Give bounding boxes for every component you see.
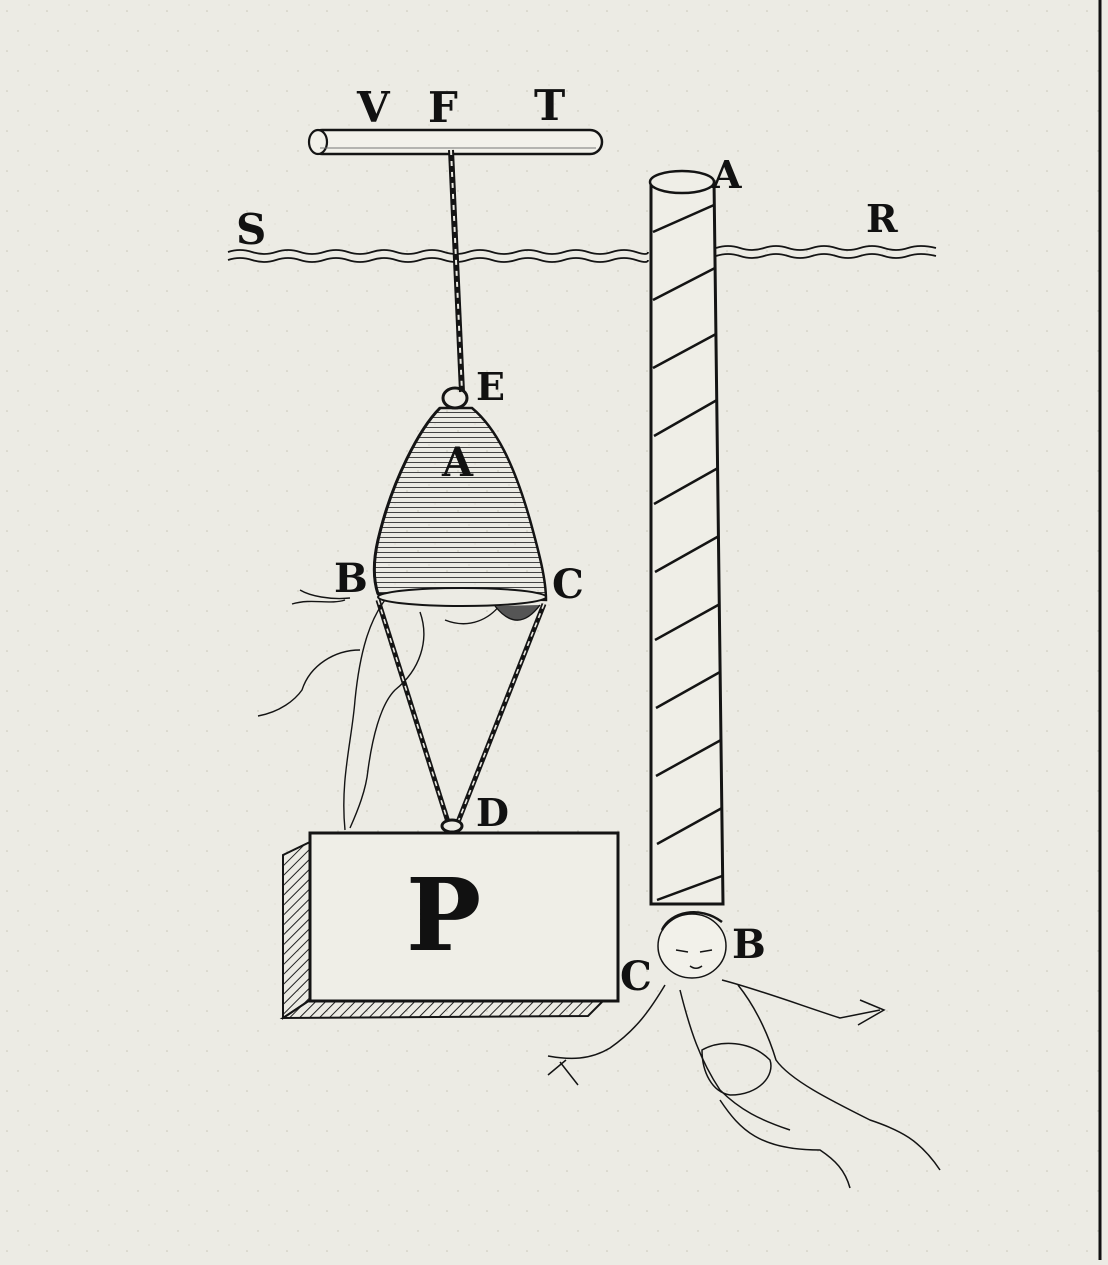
label-a-tube: A — [711, 152, 742, 197]
label-f: F — [428, 83, 458, 132]
label-r: R — [866, 196, 898, 241]
label-p: P — [406, 856, 481, 974]
label-c-tube: C — [620, 953, 652, 1000]
figure-in-bell — [257, 589, 541, 831]
label-t: T — [534, 81, 565, 130]
diving-bell — [372, 406, 548, 607]
water-surface — [227, 245, 937, 263]
rope-upper — [448, 149, 465, 393]
air-tube — [648, 169, 725, 906]
label-b-bell: B — [334, 555, 368, 602]
label-d: D — [476, 790, 509, 835]
diver-figure — [547, 911, 941, 1189]
label-b-tube: B — [732, 921, 766, 968]
rope-lower — [375, 599, 547, 823]
label-c-bell: C — [552, 561, 584, 608]
label-a-bell: A — [441, 439, 474, 486]
weight-block — [279, 831, 620, 1020]
label-s: S — [236, 205, 266, 254]
float-bar — [307, 128, 604, 156]
label-v: V — [356, 83, 391, 132]
label-e: E — [476, 364, 505, 409]
